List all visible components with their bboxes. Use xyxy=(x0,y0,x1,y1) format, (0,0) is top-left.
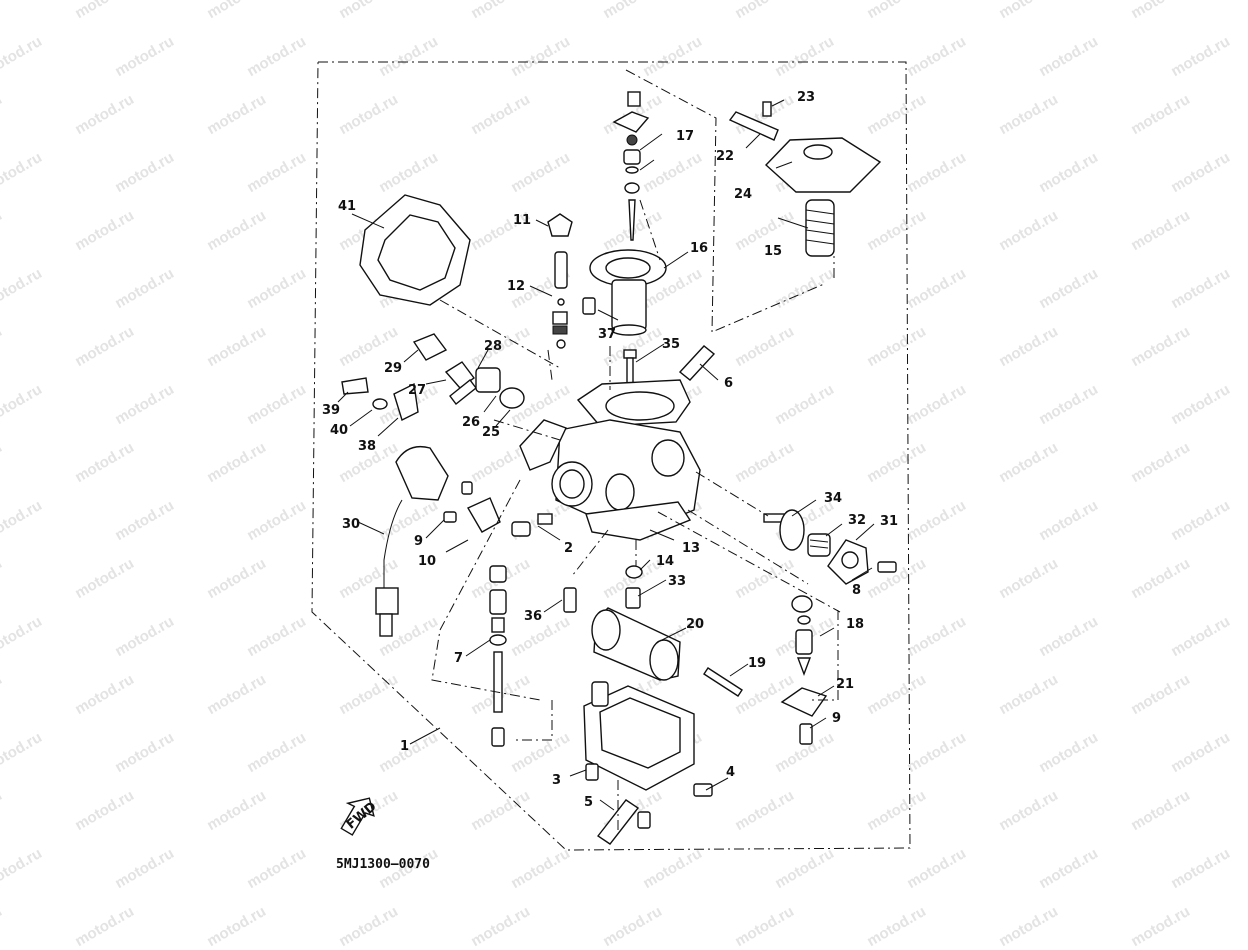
callout-9b: 9 xyxy=(832,711,841,726)
part-10-bracket xyxy=(467,497,501,533)
part-30-cable xyxy=(375,445,449,637)
part-18-needle-valve xyxy=(791,595,813,676)
callout-14: 14 xyxy=(656,554,674,569)
callout-37: 37 xyxy=(598,327,616,342)
frame-border xyxy=(311,61,911,851)
callout-26: 26 xyxy=(462,415,480,430)
callout-24: 24 xyxy=(734,187,752,202)
float-bowl xyxy=(583,681,695,791)
callout-36: 36 xyxy=(524,609,542,624)
callout-7: 7 xyxy=(454,651,463,666)
part-33-jet xyxy=(625,587,641,609)
callout-21: 21 xyxy=(836,677,854,692)
part-38-clip xyxy=(393,382,419,421)
callout-12: 12 xyxy=(507,279,525,294)
callout-11: 11 xyxy=(513,213,531,228)
callout-20: 20 xyxy=(686,617,704,632)
callout-layer: 1 2 3 4 5 6 7 8 9 9 10 11 12 13 14 15 16… xyxy=(322,90,898,810)
part-34-valve xyxy=(763,509,805,551)
callout-34: 34 xyxy=(824,491,842,506)
callout-1: 1 xyxy=(400,739,409,754)
part-2-adjust-screw xyxy=(511,513,553,537)
callout-23: 23 xyxy=(797,90,815,105)
callout-22: 22 xyxy=(716,149,734,164)
part-22-bracket xyxy=(728,101,779,141)
drawing-code: 5MJ1300–0070 xyxy=(336,857,430,872)
part-24-top-cap xyxy=(764,137,882,193)
part-26-27-28-throttle-group xyxy=(444,361,525,409)
part-29-fitting xyxy=(412,333,448,361)
part-4-screw xyxy=(693,783,713,797)
part-16-diaphragm xyxy=(589,249,667,336)
callout-40: 40 xyxy=(330,423,348,438)
callout-10: 10 xyxy=(418,554,436,569)
part-17-needle-assembly xyxy=(612,91,650,241)
part-31-cover xyxy=(827,539,869,585)
callout-6: 6 xyxy=(724,376,733,391)
callout-29: 29 xyxy=(384,361,402,376)
part-9b-screw xyxy=(461,481,473,495)
callout-27: 27 xyxy=(408,383,426,398)
part-32-spring xyxy=(807,533,831,557)
part-6-hose xyxy=(678,345,716,381)
part-11-12-plunger xyxy=(547,213,573,349)
part-1-carburetor-body xyxy=(519,379,701,541)
part-39-fitting xyxy=(341,377,369,395)
callout-33: 33 xyxy=(668,574,686,589)
part-7-jet-stack xyxy=(489,565,507,747)
part-9-screw xyxy=(443,511,457,523)
part-20-float xyxy=(591,607,681,681)
part-3-screw xyxy=(585,763,599,781)
callout-17: 17 xyxy=(676,129,694,144)
part-19-pin xyxy=(703,667,743,697)
callout-41: 41 xyxy=(338,199,356,214)
part-14-washer xyxy=(625,565,643,579)
alignment-lines xyxy=(431,69,841,830)
callout-16: 16 xyxy=(690,241,708,256)
part-41-air-filter xyxy=(359,194,471,306)
callout-2: 2 xyxy=(564,541,573,556)
callout-15: 15 xyxy=(764,244,782,259)
callout-3: 3 xyxy=(552,773,561,788)
callout-39: 39 xyxy=(322,403,340,418)
callout-30: 30 xyxy=(342,517,360,532)
leader-lines xyxy=(337,99,875,811)
callout-18: 18 xyxy=(846,617,864,632)
callout-5: 5 xyxy=(584,795,593,810)
callout-9a: 9 xyxy=(414,534,423,549)
part-37-jet xyxy=(582,297,596,315)
part-bowl-drain-screw xyxy=(637,811,651,829)
callout-32: 32 xyxy=(848,513,866,528)
callout-28: 28 xyxy=(484,339,502,354)
callout-4: 4 xyxy=(726,765,735,780)
callout-35: 35 xyxy=(662,337,680,352)
part-9c-screw xyxy=(799,723,813,745)
fwd-arrow-icon: FWD xyxy=(340,797,380,836)
callout-8: 8 xyxy=(852,583,861,598)
callout-31: 31 xyxy=(880,514,898,529)
part-15-spring xyxy=(805,199,835,257)
callout-38: 38 xyxy=(358,439,376,454)
part-8-screw xyxy=(877,561,897,573)
part-21-plate xyxy=(780,687,828,717)
callout-19: 19 xyxy=(748,656,766,671)
part-36-jet xyxy=(563,587,577,613)
part-40-oring xyxy=(372,398,388,410)
callout-13: 13 xyxy=(682,541,700,556)
callout-25: 25 xyxy=(482,425,500,440)
